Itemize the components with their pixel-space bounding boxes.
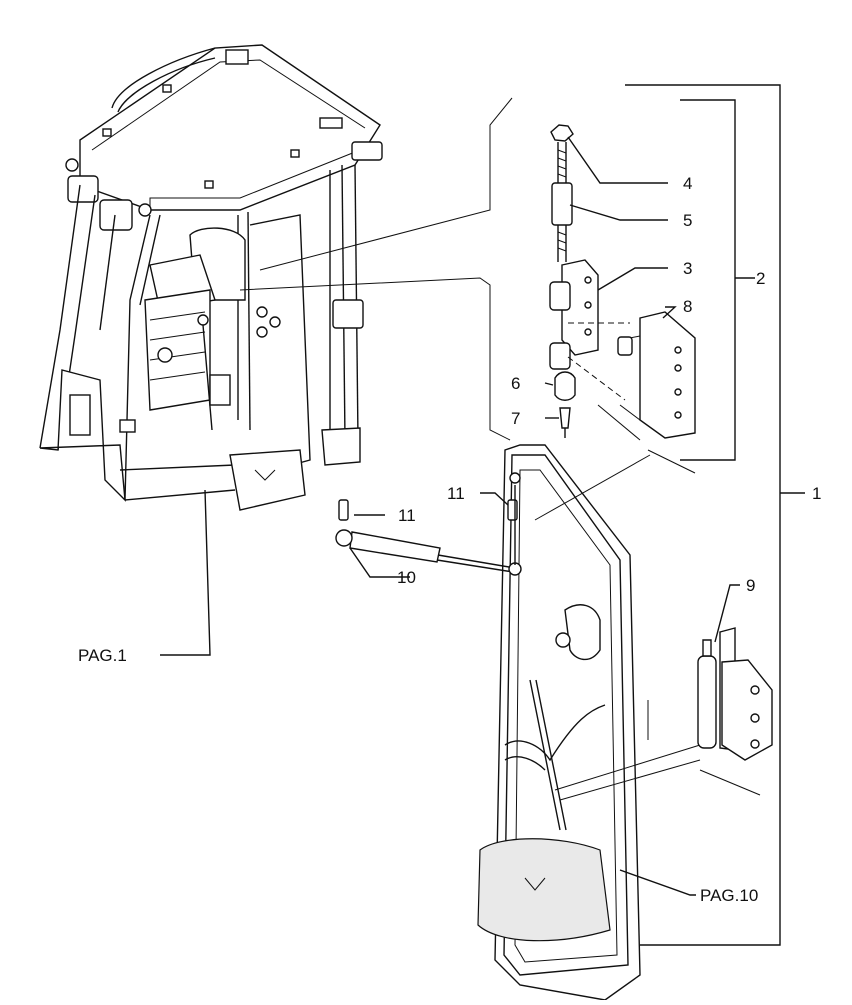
callout-1: 1 [812,484,821,503]
callout-labels: 1 2 3 4 5 6 7 8 9 10 11 11 PAG.1 PAG.10 [78,174,821,905]
gas-strut-assembly [335,472,522,576]
leader-lines [160,84,805,946]
callout-9: 9 [746,576,755,595]
callout-8: 8 [683,297,692,316]
page-ref-pag1: PAG.1 [78,646,127,665]
callout-7: 7 [511,409,520,428]
cab-assembly [39,44,383,511]
door-assembly [477,444,701,1001]
callout-3: 3 [683,259,692,278]
callout-11-left: 11 [398,506,416,525]
page-ref-pag10: PAG.10 [700,886,758,905]
callout-2: 2 [756,269,765,288]
callout-10: 10 [397,568,416,587]
callout-5: 5 [683,211,692,230]
hinge-parts [549,124,773,761]
callout-4: 4 [683,174,692,193]
callout-11-right: 11 [447,484,465,503]
callout-6: 6 [511,374,520,393]
